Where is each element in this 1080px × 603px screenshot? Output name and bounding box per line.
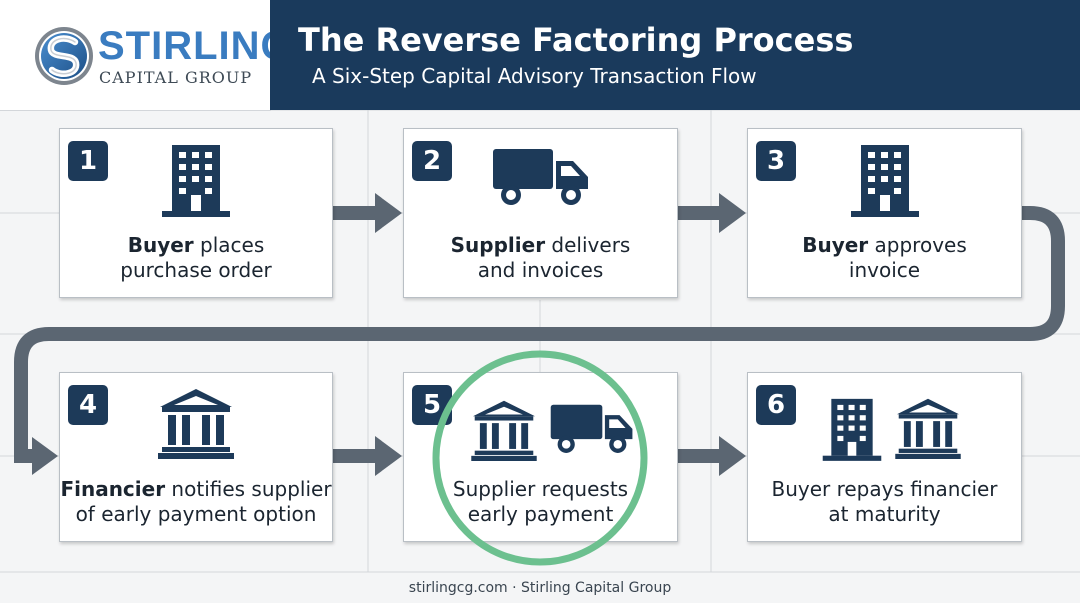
page-subtitle: A Six-Step Capital Advisory Transaction … — [312, 64, 757, 88]
header-banner: The Reverse Factoring Process A Six-Step… — [270, 0, 1080, 110]
stirling-logo-icon — [35, 27, 93, 85]
building-icon — [850, 145, 919, 217]
step-number-badge: 6 — [756, 385, 796, 425]
brand-name: STIRLING — [98, 24, 293, 68]
step-number-badge: 1 — [68, 141, 108, 181]
truck-icon — [550, 404, 632, 453]
step-number-badge: 2 — [412, 141, 452, 181]
footer: stirlingcg.com · Stirling Capital Group — [0, 578, 1080, 598]
logo-area: STIRLING CAPITAL GROUP — [0, 0, 292, 111]
footer-site-link[interactable]: stirlingcg.com — [408, 580, 508, 596]
bank-icon — [158, 389, 234, 459]
step-number-badge: 4 — [68, 385, 108, 425]
truck-icon — [492, 149, 588, 205]
building-icon — [822, 398, 881, 461]
bank-icon — [894, 398, 961, 459]
footer-separator: · — [507, 580, 522, 596]
page-title: The Reverse Factoring Process — [298, 21, 854, 59]
brand-subtitle: CAPITAL GROUP — [99, 68, 253, 87]
building-icon — [162, 145, 230, 217]
footer-company: Stirling Capital Group — [521, 580, 672, 596]
step-number-badge: 3 — [756, 141, 796, 181]
bank-icon — [470, 400, 537, 461]
